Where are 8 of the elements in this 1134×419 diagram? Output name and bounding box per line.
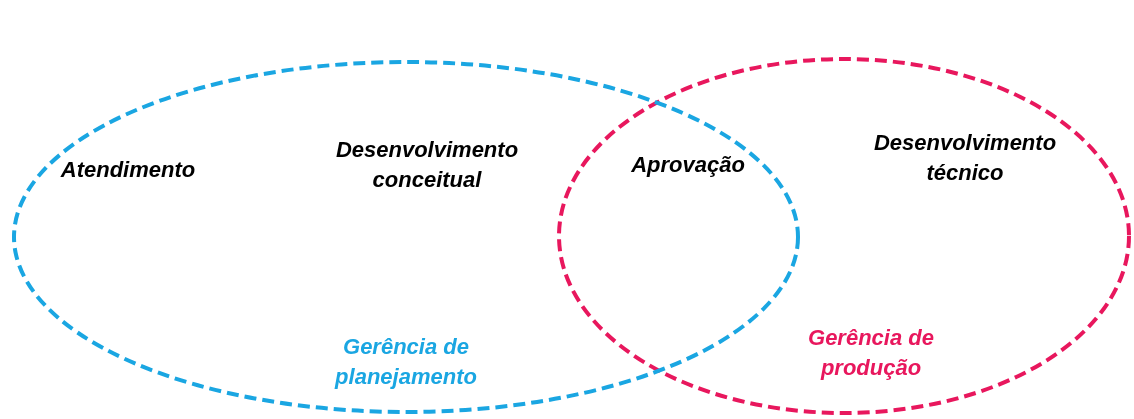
dashed-ellipse [557,57,1131,415]
group-title: Gerência de planejamento [333,333,478,391]
activity-label: Desenvolvimento técnico [872,129,1058,187]
group-title: Gerência de produção [807,324,935,382]
activity-label: Desenvolvimento conceitual [334,136,520,194]
activity-label: Aprovação [630,151,746,179]
dashed-ellipse [12,60,800,414]
activity-label: Atendimento [59,156,197,184]
